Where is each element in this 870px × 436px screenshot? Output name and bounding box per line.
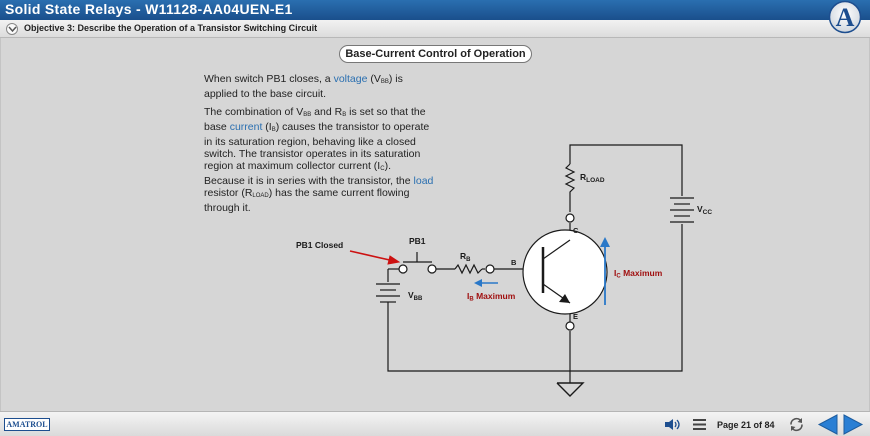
bottom-nav-bar: AMATROL Page 21 of 84 [0,411,870,436]
rload-resistor [564,163,576,212]
collector-label: C [573,226,579,235]
app-title: Solid State Relays - W11128-AA04UEN-E1 [5,1,293,17]
vcc-battery [670,197,694,223]
next-page-arrow-icon[interactable] [842,414,864,435]
base-label: B [511,258,517,267]
wire-vcc-bottom [387,224,683,372]
amatrol-brand[interactable]: AMATROL [4,418,50,431]
pb1-label: PB1 [409,236,426,246]
objective-bar: Objective 3: Describe the Operation of a… [0,20,870,38]
menu-icon[interactable] [693,419,706,430]
svg-text:A: A [836,3,855,32]
emitter-terminal [565,321,575,331]
pb1-closed-label: PB1 Closed [296,240,343,250]
page-indicator: Page 21 of 84 [717,420,775,430]
section-title: Base-Current Control of Operation [339,45,532,63]
voltage-link[interactable]: voltage [333,73,368,85]
vbb-battery [376,283,400,303]
collector-terminal [565,213,575,223]
ib-maximum-label: IB Maximum [467,291,516,303]
vcc-label: VCC [697,204,712,216]
base-terminal [485,264,495,274]
lesson-content [0,38,870,411]
objective-expand-button[interactable] [6,23,18,35]
paragraph-3: Because it is in series with the transis… [204,175,434,214]
chevron-down-icon [8,26,17,33]
pb1-closed-arrow [349,250,401,265]
speaker-icon[interactable] [664,418,682,431]
npn-transistor [522,229,608,315]
previous-page-arrow-icon[interactable] [817,414,839,435]
ib-direction-arrow [474,279,498,287]
objective-title: Objective 3: Describe the Operation of a… [24,23,318,33]
wire-vcc-top [569,144,683,196]
paragraph-2: The combination of VBB and RB is set so … [204,106,430,172]
transistor-circuit-diagram: PB1 Closed PB1 RB VBB RLOAD VCC B C E IB… [296,144,712,397]
rb-resistor [454,263,483,275]
reload-icon[interactable] [788,416,805,433]
ic-direction-arrow [600,237,610,305]
emitter-label: E [573,312,578,321]
rb-label: RB [460,251,471,263]
ic-maximum-label: IC Maximum [614,268,663,280]
rload-label: RLOAD [580,172,605,184]
vbb-label: VBB [408,290,423,302]
amatrol-logo-icon[interactable]: A [828,0,862,34]
pb1-switch [398,252,437,274]
current-link[interactable]: current [229,121,263,133]
title-bar: Solid State Relays - W11128-AA04UEN-E1 [0,0,870,20]
load-link[interactable]: load [413,175,434,187]
paragraph-1: When switch PB1 closes, a voltage (VBB) … [204,73,403,100]
ground-symbol [556,382,585,397]
